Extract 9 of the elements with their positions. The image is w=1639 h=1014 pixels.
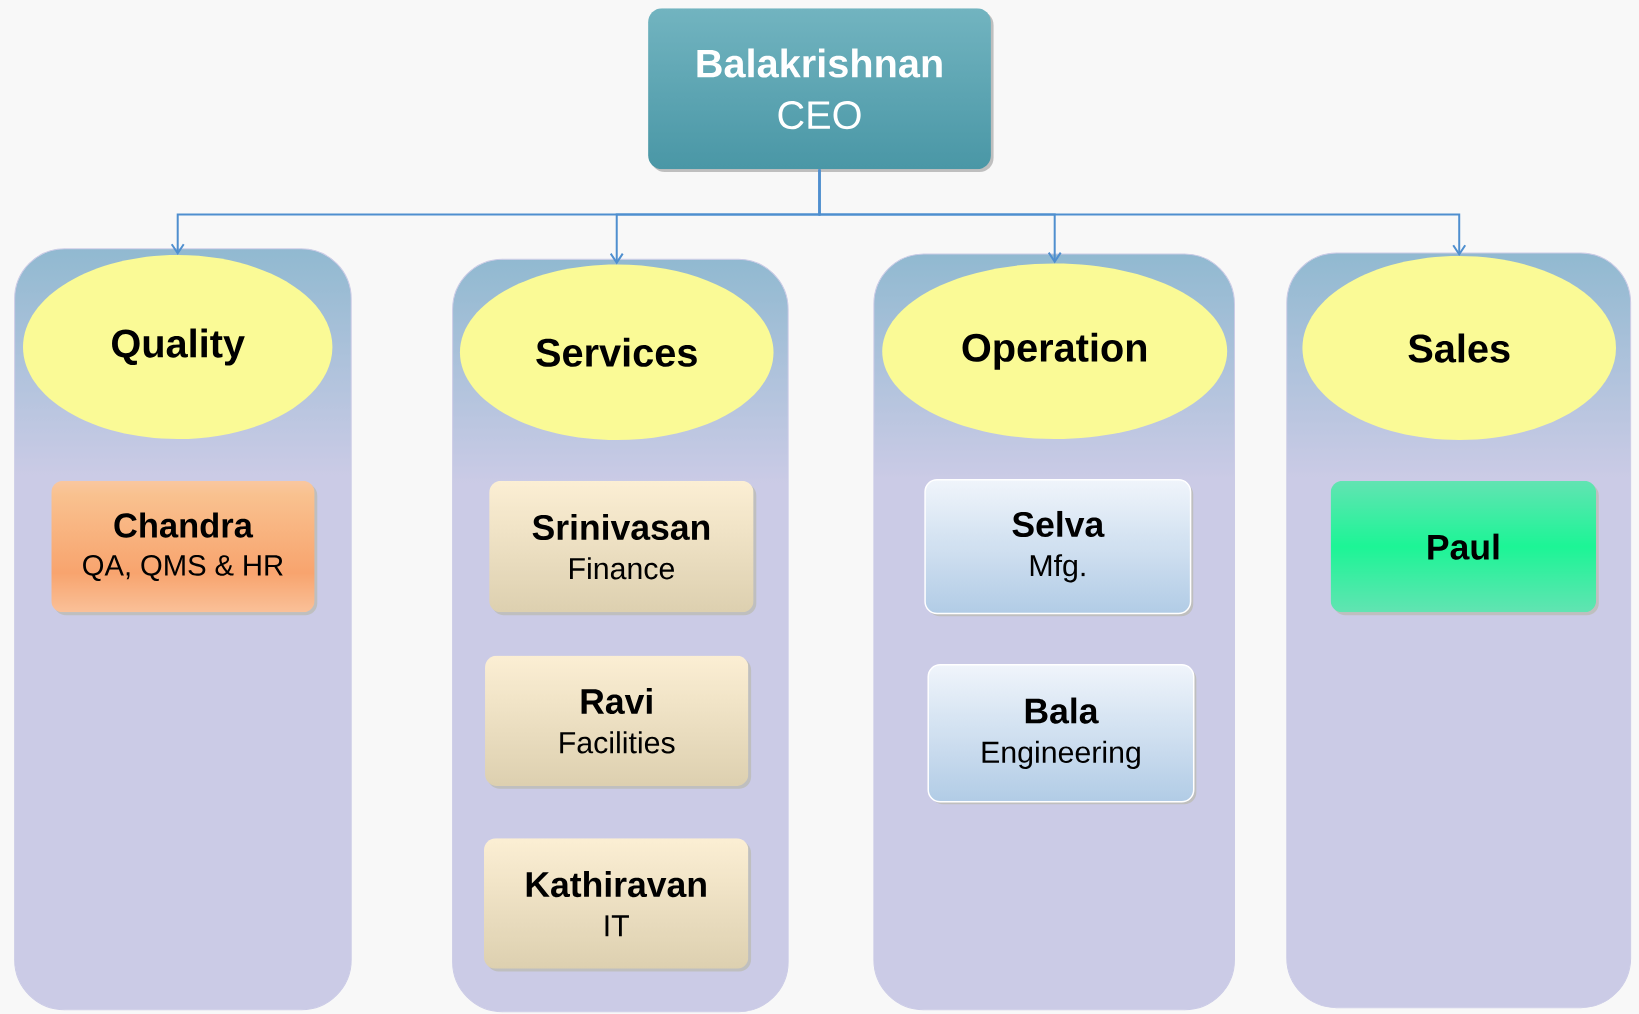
person-box: Paul (1330, 480, 1599, 616)
person-box: Chandra QA, QMS & HR (51, 480, 318, 616)
person-box: Kathiravan IT (483, 838, 752, 972)
ceo-box: Balakrishnan CEO (648, 8, 994, 172)
connector-arrow (818, 168, 1467, 257)
person-box: Ravi Facilities (485, 655, 752, 789)
person-box: Selva Mfg. (924, 479, 1194, 617)
person-box: Bala Engineering (927, 664, 1197, 805)
person-box: Srinivasan Finance (489, 480, 757, 616)
